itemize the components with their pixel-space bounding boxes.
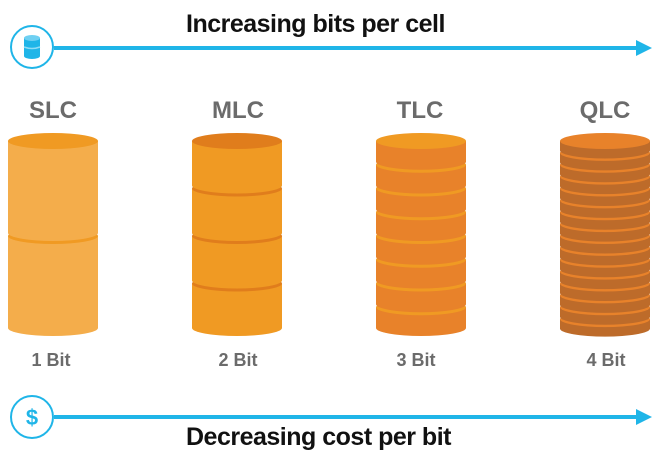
cell-type-label-slc: SLC [29, 97, 77, 124]
bit-label-tlc: 3 Bit [396, 350, 436, 370]
dollar-icon: $ [10, 395, 54, 439]
bit-label-slc: 1 Bit [31, 350, 71, 370]
cell-type-label-mlc: MLC [212, 97, 264, 124]
bottom-axis-title: Decreasing cost per bit [186, 423, 451, 451]
tlc-cylinder [376, 133, 466, 339]
bottom-axis: $ Decreasing cost per bit [0, 380, 660, 464]
bit-label-mlc: 2 Bit [218, 350, 258, 370]
bit-label-qlc: 4 Bit [586, 350, 626, 370]
top-axis: Increasing bits per cell [0, 0, 660, 80]
top-axis-arrow [54, 40, 652, 56]
svg-text:$: $ [26, 405, 38, 430]
top-axis-title: Increasing bits per cell [186, 10, 445, 38]
cell-type-label-qlc: QLC [579, 97, 631, 124]
bottom-axis-arrow [54, 409, 652, 425]
database-icon [10, 25, 54, 69]
slc-cylinder [8, 133, 98, 339]
mlc-cylinder [192, 133, 282, 339]
qlc-cylinder [560, 133, 650, 339]
cell-type-label-tlc: TLC [396, 97, 444, 124]
